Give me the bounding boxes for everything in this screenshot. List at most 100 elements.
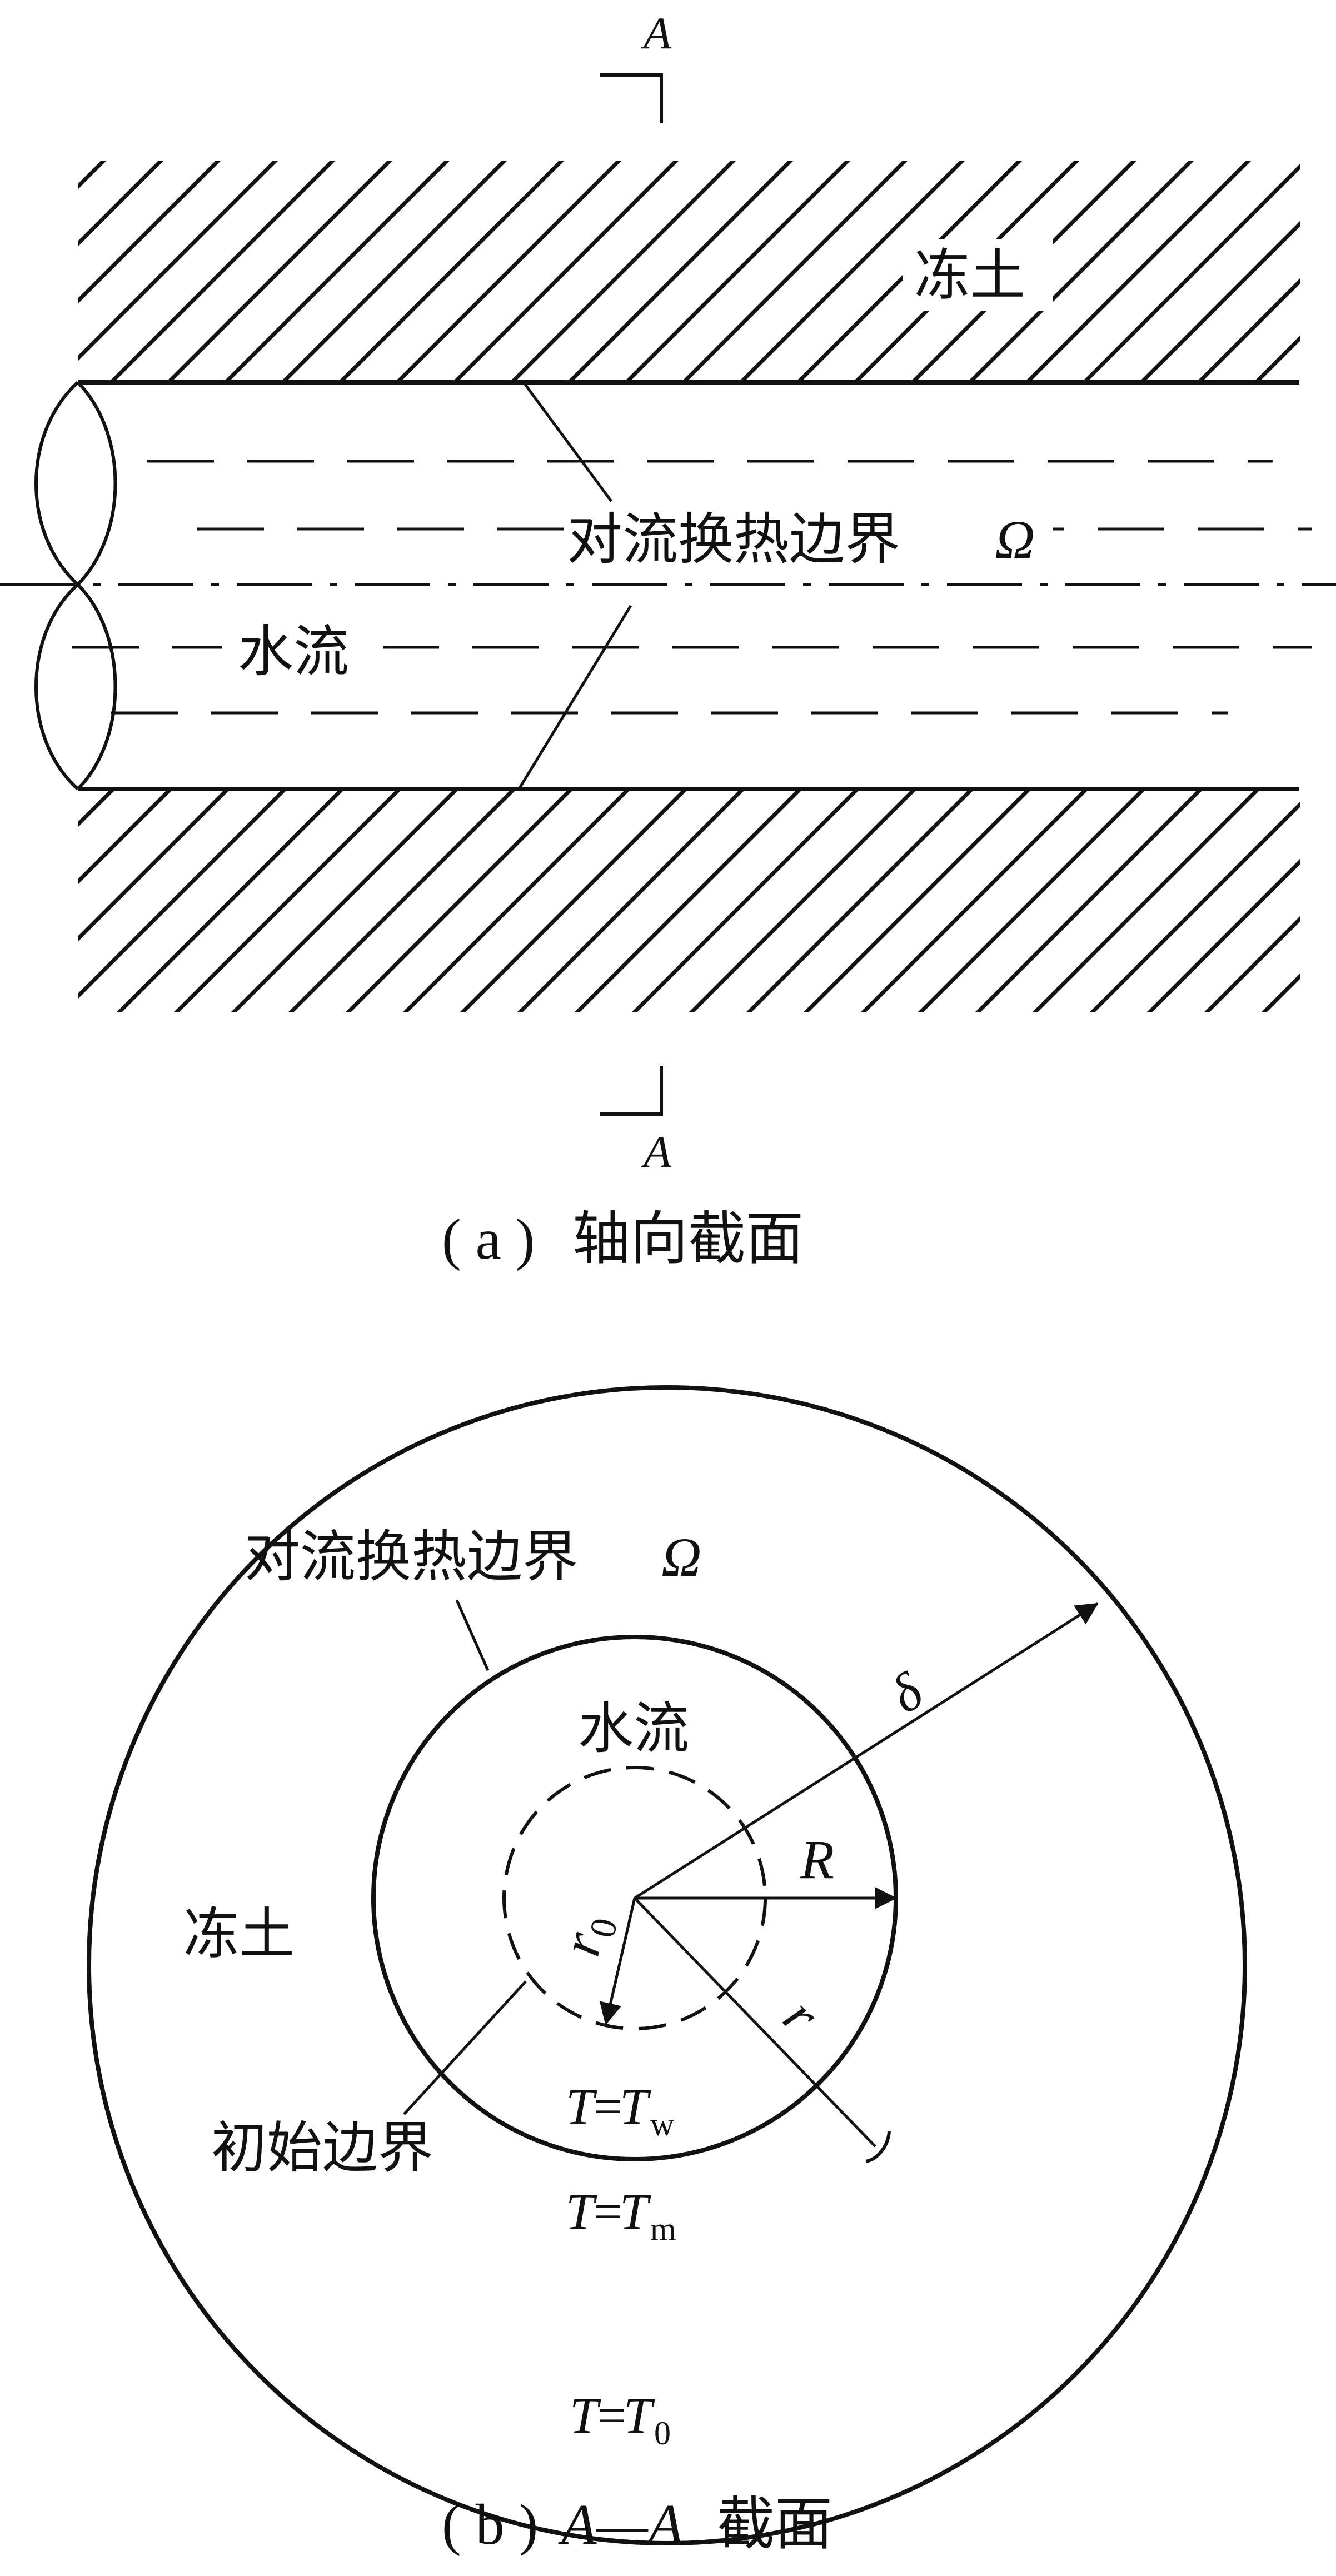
hatch-line <box>78 790 287 999</box>
tw-condition-label: T = T w <box>566 2078 675 2143</box>
hatch-line <box>78 790 115 827</box>
caption-b-text: 截面 <box>717 2490 832 2558</box>
frozen-soil-outer-circle <box>87 1385 1247 2545</box>
boundary-label-a: 对流换热边界 <box>567 507 900 572</box>
caption-a-prefix: ( a ) <box>442 1207 535 1271</box>
hatch-line <box>860 790 1088 1012</box>
hatch-line <box>511 161 736 381</box>
water-flow-label-b: 水流 <box>578 1696 689 1761</box>
hatch-line <box>689 790 916 1012</box>
svg-text:=: = <box>594 2078 622 2135</box>
svg-text:T: T <box>566 2183 597 2240</box>
svg-text:=: = <box>594 2183 622 2240</box>
section-mark-bottom <box>600 1066 663 1116</box>
hatch-line <box>78 790 230 942</box>
hatch-line <box>740 161 965 381</box>
boundary-leader-top <box>524 383 613 502</box>
tm-condition-label: T = T m <box>566 2183 676 2248</box>
hatch-line <box>631 790 859 1012</box>
hatch-line <box>1146 858 1300 1012</box>
hatch-line <box>517 790 745 1012</box>
hatch-line <box>78 790 172 885</box>
panel-b: 对流换热边界 Ω 水流 冻土 初始边界 δ R r 0 r T = T w T … <box>87 1385 1247 2558</box>
hatch-line <box>1032 790 1260 1012</box>
section-mark-top <box>600 73 663 123</box>
r-radius-line <box>634 1897 876 2148</box>
section-label-top: A <box>641 8 672 58</box>
hatch-line <box>746 790 974 1012</box>
hatch-line <box>625 161 850 381</box>
water-label-backing <box>222 617 383 678</box>
frozen-soil-hatch-bottom <box>0 788 1336 1022</box>
boundary-leader-bottom <box>518 605 632 789</box>
hatch-line <box>1204 916 1300 1012</box>
hatch-line <box>803 790 1031 1012</box>
frozen-soil-label-b: 冻土 <box>183 1901 295 1966</box>
hatch-line <box>969 161 1194 381</box>
omega-label-b: Ω <box>661 1526 701 1588</box>
hatch-line <box>345 790 573 1012</box>
hatch-line <box>110 161 335 381</box>
frozen-soil-label-backing <box>903 239 1053 311</box>
hatch-line <box>0 150 57 383</box>
boundary-label-backing <box>564 503 1053 564</box>
t0-condition-label: T = T 0 <box>570 2387 671 2452</box>
svg-text:T: T <box>624 2387 655 2444</box>
panel-a: A A 冻土 对流换热边界 Ω 水流 ( a ) 轴向截面 <box>0 8 1336 1272</box>
pipe-end-cut-right <box>75 381 117 791</box>
delta-label: δ <box>880 1661 934 1725</box>
hatch-line <box>975 790 1203 1012</box>
svg-text:T: T <box>570 2387 601 2444</box>
frozen-soil-label-a: 冻土 <box>914 243 1025 308</box>
r0-arrow <box>599 1898 636 2025</box>
hatch-line <box>1255 335 1300 381</box>
caption-a-text: 轴向截面 <box>572 1205 804 1272</box>
hatch-line <box>288 790 516 1012</box>
svg-text:T: T <box>620 2183 651 2240</box>
hatch-line <box>225 161 450 381</box>
hatch-line <box>1311 788 1336 1022</box>
hatch-line <box>78 161 106 189</box>
hatch-line <box>173 790 401 1012</box>
svg-text:m: m <box>650 2211 676 2248</box>
initial-boundary-leader <box>403 1980 527 2115</box>
hatch-line <box>78 161 278 361</box>
hatch-line <box>1261 973 1300 1012</box>
hatch-line <box>1026 161 1251 381</box>
R-label: R <box>800 1829 834 1890</box>
svg-text:=: = <box>597 2387 626 2444</box>
r-end-tick <box>865 2131 891 2163</box>
hatch-line <box>682 161 908 381</box>
frozen-soil-hatch-top <box>0 150 1336 383</box>
hatch-line <box>116 790 344 1012</box>
svg-text:0: 0 <box>654 2415 671 2452</box>
svg-text:T: T <box>566 2078 597 2135</box>
boundary-label-b: 对流换热边界 <box>245 1524 578 1589</box>
omega-label-a: Ω <box>995 509 1035 571</box>
delta-arrow <box>634 1602 1099 1900</box>
hatch-line <box>78 161 221 304</box>
hatch-line <box>1083 163 1300 381</box>
hatch-line <box>402 790 630 1012</box>
water-flow-label-a: 水流 <box>238 619 349 684</box>
hatch-line <box>1140 221 1300 381</box>
hatch-line <box>568 161 793 381</box>
hatch-line <box>1312 150 1336 383</box>
hatch-line <box>78 161 163 247</box>
svg-text:w: w <box>650 2106 675 2143</box>
section-label-bottom: A <box>641 1126 672 1177</box>
hatch-line <box>453 161 679 381</box>
hatch-line <box>460 790 687 1012</box>
hatch-line <box>0 788 57 1022</box>
caption-b-prefix: ( b ) <box>442 2493 538 2557</box>
hatch-line <box>1089 801 1300 1012</box>
svg-text:T: T <box>620 2078 651 2135</box>
hatch-line <box>574 790 802 1012</box>
boundary-leader-b <box>455 1599 490 1671</box>
hatch-line <box>167 161 392 381</box>
initial-boundary-label: 初始边界 <box>211 2115 433 2180</box>
hatch-line <box>918 790 1145 1012</box>
caption-b-section: A—A <box>558 2493 684 2557</box>
hatch-line <box>1198 278 1300 381</box>
